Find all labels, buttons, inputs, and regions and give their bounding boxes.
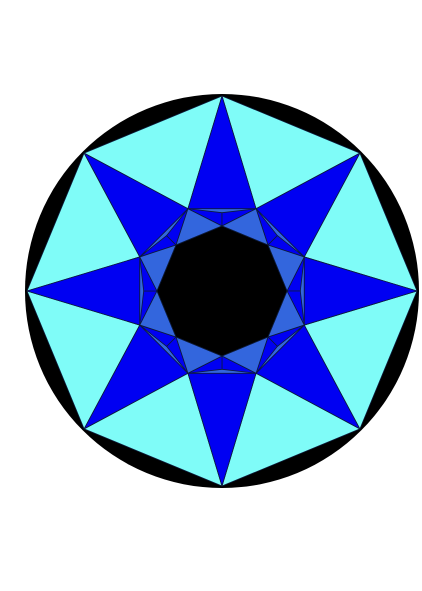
center-octagon — [156, 225, 288, 357]
figure-group — [25, 94, 419, 488]
